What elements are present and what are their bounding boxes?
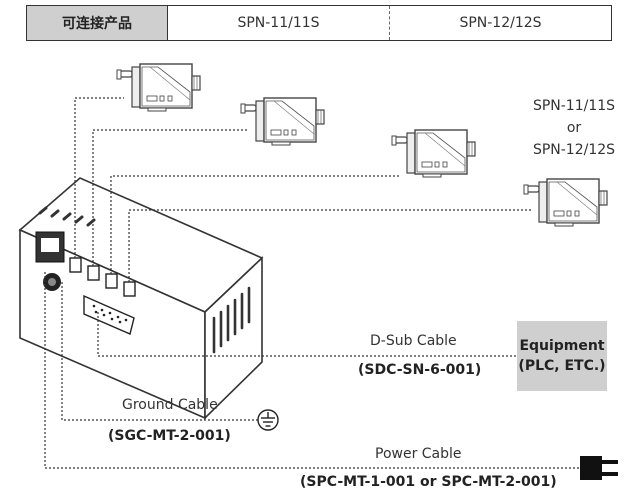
compatible-products-table: 可连接产品 SPN-11/11S SPN-12/12S [26, 5, 612, 41]
dsub-cable-label: D-Sub Cable [370, 333, 457, 349]
controller-box [18, 177, 264, 420]
device-label-line1: SPN-11/11S [532, 98, 616, 114]
model-cell-spn-11: SPN-11/11S [237, 15, 320, 31]
power-plug-icon [580, 456, 618, 480]
equipment-line2: (PLC, ETC.) [518, 358, 606, 374]
device-label-line2: or [566, 120, 582, 136]
equipment-line1: Equipment [519, 338, 605, 354]
sensor-module-4 [523, 178, 608, 227]
power-cable-label: Power Cable [375, 446, 462, 462]
ground-cable-code: (SGC-MT-2-001) [108, 428, 231, 444]
device-label: SPN-11/11S or SPN-12/12S [524, 95, 624, 161]
ground-icon [257, 409, 279, 431]
power-cable-code: (SPC-MT-1-001 or SPC-MT-2-001) [300, 474, 557, 490]
sensor-module-2 [240, 97, 325, 146]
compatible-products-header: 可连接产品 [27, 6, 168, 40]
sensor-module-3 [391, 129, 476, 178]
sensor-module-1 [116, 63, 201, 112]
device-label-line3: SPN-12/12S [532, 142, 616, 158]
dsub-cable-code: (SDC-SN-6-001) [358, 362, 482, 378]
equipment-box: Equipment (PLC, ETC.) [517, 321, 607, 391]
ground-cable-label: Ground Cable [122, 397, 218, 413]
model-cell-spn-12: SPN-12/12S [389, 6, 611, 40]
